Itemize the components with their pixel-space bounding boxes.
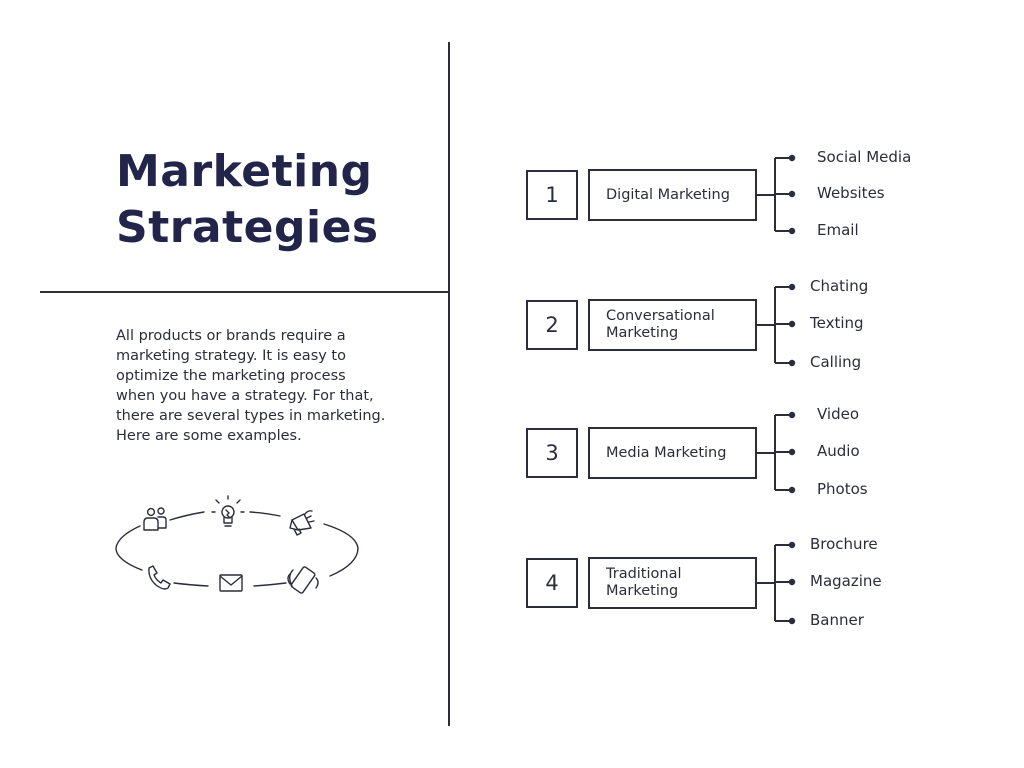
cycle-arc (253, 582, 287, 587)
strategy-item-label: Audio (817, 442, 860, 460)
strategy-category-label: Digital Marketing (606, 186, 730, 203)
strategy-number-box: 1 (526, 170, 578, 220)
strategy-number-box: 3 (526, 428, 578, 478)
bullet-dot (788, 617, 796, 625)
strategy-item-label: Texting (810, 314, 864, 332)
bullet-dot (788, 541, 796, 549)
strategy-item-label: Social Media (817, 148, 912, 166)
strategy-number-box: 2 (526, 300, 578, 350)
strategy-item-label: Chating (810, 277, 869, 295)
strategy-category-label: Media Marketing (606, 444, 727, 461)
lightbulb-icon (211, 495, 245, 527)
mail-icon (219, 574, 243, 592)
bullet-dot (788, 283, 796, 291)
bullet-dot (788, 486, 796, 494)
people-icon (143, 507, 167, 531)
cycle-arc (323, 523, 359, 577)
phone-icon (148, 565, 171, 590)
strategy-category-box: Digital Marketing (588, 169, 757, 221)
strategy-item-label: Calling (810, 353, 862, 371)
strategy-item-label: Magazine (810, 572, 882, 590)
phone-vibrate-icon (287, 566, 319, 594)
strategy-category-box: Traditional Marketing (588, 557, 757, 609)
cycle-arc (115, 525, 143, 571)
page-title: Marketing Strategies (116, 144, 379, 256)
bullet-dot (788, 448, 796, 456)
strategy-number-box: 4 (526, 558, 578, 608)
strategy-item-label: Websites (817, 184, 885, 202)
strategy-item-label: Email (817, 221, 859, 239)
bullet-dot (788, 578, 796, 586)
title-line-2: Strategies (116, 202, 379, 253)
strategy-item-label: Brochure (810, 535, 878, 553)
strategy-category-label: Conversational Marketing (606, 308, 715, 341)
strategy-item-label: Photos (817, 480, 868, 498)
cycle-arc (249, 511, 281, 517)
bullet-dot (788, 359, 796, 367)
marketing-cycle-illustration (115, 495, 359, 594)
cycle-arc (173, 582, 209, 587)
bullet-dot (788, 320, 796, 328)
strategy-category-label: Traditional Marketing (606, 566, 682, 599)
strategy-item-label: Video (817, 405, 860, 423)
bullet-dot (788, 227, 796, 235)
bullet-dot (788, 411, 796, 419)
horizontal-divider (40, 291, 449, 293)
bullet-dot (788, 190, 796, 198)
cycle-arc (169, 511, 205, 521)
strategy-item-label: Banner (810, 611, 864, 629)
megaphone-icon (289, 510, 315, 536)
title-line-1: Marketing (116, 146, 373, 197)
vertical-divider (448, 42, 450, 726)
bullet-dot (788, 154, 796, 162)
description-text: All products or brands require a marketi… (116, 328, 386, 444)
strategy-category-box: Media Marketing (588, 427, 757, 479)
strategy-category-box: Conversational Marketing (588, 299, 757, 351)
